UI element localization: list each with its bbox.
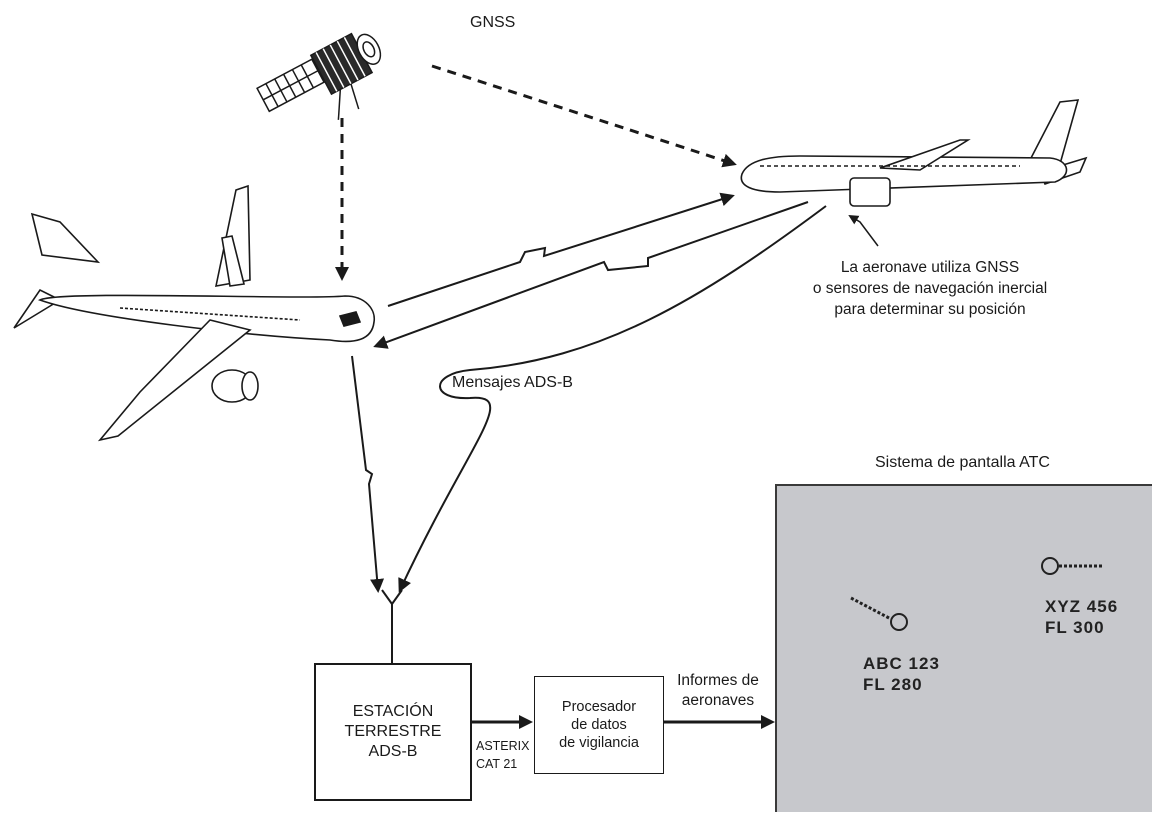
track-symbol-xyz456 bbox=[1042, 558, 1103, 574]
target-callsign: XYZ 456 bbox=[1045, 596, 1118, 617]
satellite-icon bbox=[255, 25, 400, 146]
adsb-right-to-ground bbox=[400, 206, 826, 590]
left-aircraft-icon bbox=[14, 186, 374, 440]
gnss-label: GNSS bbox=[470, 14, 515, 32]
adsb-link-left-to-right bbox=[388, 196, 732, 306]
atc-display-title: Sistema de pantalla ATC bbox=[875, 454, 1050, 472]
processor-line-2: de datos bbox=[571, 716, 627, 734]
ground-station-box: ESTACIÓN TERRESTRE ADS-B bbox=[314, 663, 472, 801]
aircraft-position-note: La aeronave utiliza GNSS o sensores de n… bbox=[780, 257, 1080, 320]
aircraft-note-line-2: o sensores de navegación inercial bbox=[780, 278, 1080, 299]
atc-track-symbols bbox=[777, 486, 1152, 814]
aircraft-note-line-1: La aeronave utiliza GNSS bbox=[780, 257, 1080, 278]
ground-station-line-3: ADS-B bbox=[369, 742, 418, 762]
ground-station-line-1: ESTACIÓN bbox=[353, 702, 434, 722]
antenna-icon bbox=[382, 590, 402, 664]
adsb-left-to-ground bbox=[352, 356, 378, 590]
asterix-line-1: ASTERIX bbox=[476, 737, 530, 755]
target-callsign: ABC 123 bbox=[863, 653, 940, 674]
asterix-line-2: CAT 21 bbox=[476, 755, 530, 773]
right-aircraft-icon bbox=[741, 100, 1086, 206]
target-flight-level: FL 300 bbox=[1045, 617, 1118, 638]
adsb-link-right-to-left bbox=[376, 202, 808, 346]
aircraft-note-line-3: para determinar su posición bbox=[780, 299, 1080, 320]
aircraft-reports-label: Informes de aeronaves bbox=[666, 671, 770, 711]
aircraft-reports-line-1: Informes de bbox=[666, 671, 770, 691]
target-flight-level: FL 280 bbox=[863, 674, 940, 695]
target-label-xyz456: XYZ 456 FL 300 bbox=[1045, 596, 1118, 638]
atc-display-panel: ABC 123 FL 280 XYZ 456 FL 300 bbox=[775, 484, 1152, 812]
processor-line-1: Procesador bbox=[562, 698, 636, 716]
ground-station-line-2: TERRESTRE bbox=[345, 722, 442, 742]
asterix-label: ASTERIX CAT 21 bbox=[476, 737, 530, 773]
target-label-abc123: ABC 123 FL 280 bbox=[863, 653, 940, 695]
aircraft-reports-line-2: aeronaves bbox=[666, 691, 770, 711]
gnss-signal-to-right-aircraft bbox=[432, 66, 734, 164]
adsb-messages-label: Mensajes ADS-B bbox=[452, 374, 573, 392]
processor-line-3: de vigilancia bbox=[559, 734, 639, 752]
note-pointer-line bbox=[850, 216, 878, 246]
processor-box: Procesador de datos de vigilancia bbox=[534, 676, 664, 774]
track-symbol-abc123 bbox=[851, 598, 907, 630]
